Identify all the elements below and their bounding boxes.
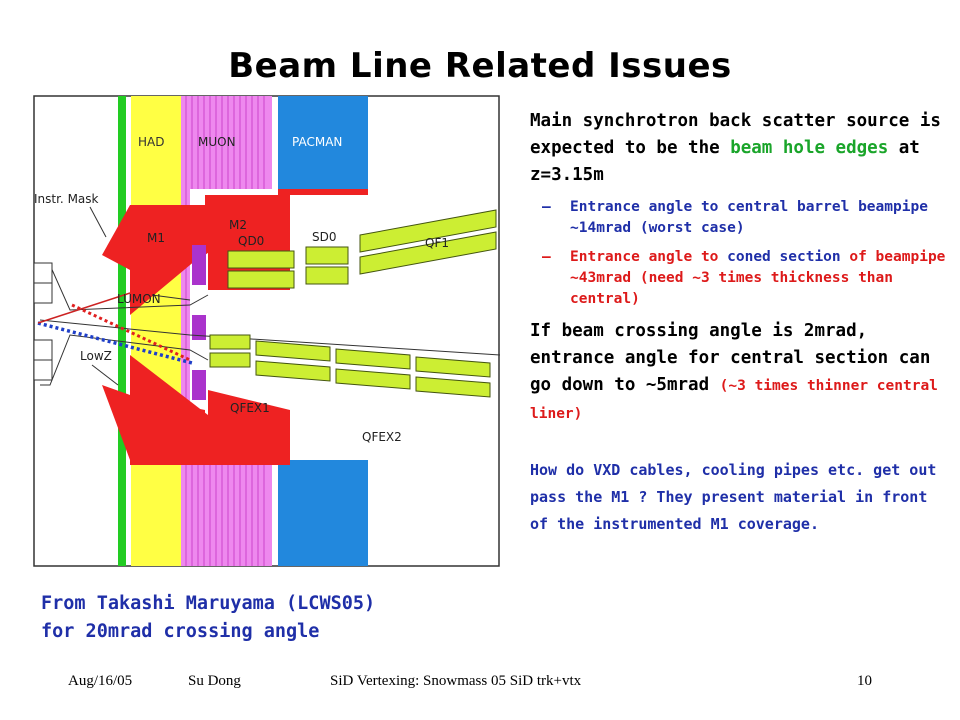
pacman-bottom xyxy=(278,460,368,566)
qfex2-c xyxy=(415,356,491,378)
left-comb xyxy=(33,262,53,381)
qfex1-b xyxy=(209,352,251,368)
red-dotted-ray xyxy=(71,303,191,362)
magnets xyxy=(209,209,497,398)
bullet-coned-section: – Entrance angle to coned section of beam… xyxy=(530,247,950,310)
sd0-magnet xyxy=(305,246,349,265)
label-m2: M2 xyxy=(229,218,247,232)
caption-line2: for 20mrad crossing angle xyxy=(41,621,320,642)
p1-text-b: at z=3.15m xyxy=(530,138,920,185)
diagram-caption: From Takashi Maruyama (LCWS05) for 20mra… xyxy=(41,590,511,646)
m1-wedge-bottom xyxy=(130,355,208,465)
lumon-top xyxy=(192,245,206,285)
qfex1-c xyxy=(255,340,331,362)
qfex2-d xyxy=(415,376,491,398)
had-region xyxy=(131,96,181,566)
lumon-mid xyxy=(192,315,206,340)
label-qfex1: QFEX1 xyxy=(230,401,270,415)
footer-date: Aug/16/05 xyxy=(68,673,133,689)
label-lumon: LUMON xyxy=(117,292,161,306)
footer-author: Su Dong xyxy=(188,673,241,689)
footer-title: SiD Vertexing: Snowmass 05 SiD trk+vtx xyxy=(330,673,582,689)
label-instr-mask: Instr. Mask xyxy=(34,192,99,206)
label-had: HAD xyxy=(138,135,164,149)
label-m1: M1 xyxy=(147,231,165,245)
m1-wedge-top xyxy=(130,205,208,315)
bullet-dash: – xyxy=(542,199,551,215)
qfex1-a xyxy=(209,334,251,350)
label-qfex2: QFEX2 xyxy=(362,430,402,444)
ray-line xyxy=(37,292,131,324)
qd0-magnet xyxy=(227,250,295,269)
qf1-magnet xyxy=(359,209,497,253)
paragraph-backscatter: Main synchrotron back scatter source is … xyxy=(530,108,950,189)
bullet-text-blue: coned section xyxy=(727,249,841,265)
p2-text-red: (~3 times thinner central liner) xyxy=(530,378,938,422)
bullet-text-b: of beampipe ~43mrad (need ~3 times thick… xyxy=(570,249,946,307)
right-text-column: Main synchrotron back scatter source is … xyxy=(530,108,950,538)
qfex2-a xyxy=(335,348,411,370)
label-sd0: SD0 xyxy=(312,230,337,244)
lumon-bottom xyxy=(192,370,206,400)
slide-title: Beam Line Related Issues xyxy=(228,46,732,86)
bullet-text: Entrance angle to central barrel beampip… xyxy=(570,199,928,236)
qfex1-d xyxy=(255,360,331,382)
bullet-text-a: Entrance angle to xyxy=(570,249,728,265)
sd0-magnet-2 xyxy=(305,266,349,285)
beamline-diagram: HAD MUON PACMAN Instr. Mask M1 M2 QF1 QD… xyxy=(33,95,500,567)
footer-page-number: 10 xyxy=(857,673,872,689)
qfex2-b xyxy=(335,368,411,390)
p1-text-green: beam hole edges xyxy=(730,138,889,158)
annotation-lines xyxy=(89,206,191,386)
paragraph-crossing-angle: If beam crossing angle is 2mrad, entranc… xyxy=(530,318,950,428)
caption-line1: From Takashi Maruyama (LCWS05) xyxy=(41,593,376,614)
p2-text: If beam crossing angle is 2mrad, entranc… xyxy=(530,321,931,395)
label-lowz: LowZ xyxy=(80,349,112,363)
qd0-magnet-2 xyxy=(227,270,295,289)
m2-wedge-bottom xyxy=(208,390,290,465)
label-qd0: QD0 xyxy=(238,234,264,248)
label-qf1: QF1 xyxy=(425,236,449,250)
green-bar xyxy=(118,96,126,566)
label-pacman: PACMAN xyxy=(292,135,342,149)
paragraph-vxd-cables: How do VXD cables, cooling pipes etc. ge… xyxy=(530,461,937,533)
blue-dotted-ray xyxy=(37,321,193,365)
bullet-dash: – xyxy=(542,249,551,265)
bullet-central-barrel: – Entrance angle to central barrel beampi… xyxy=(530,197,950,239)
qf1-magnet-2 xyxy=(359,231,497,275)
p1-text-a: Main synchrotron back scatter source is … xyxy=(530,111,941,158)
pacman-top xyxy=(278,96,368,189)
label-muon: MUON xyxy=(198,135,236,149)
